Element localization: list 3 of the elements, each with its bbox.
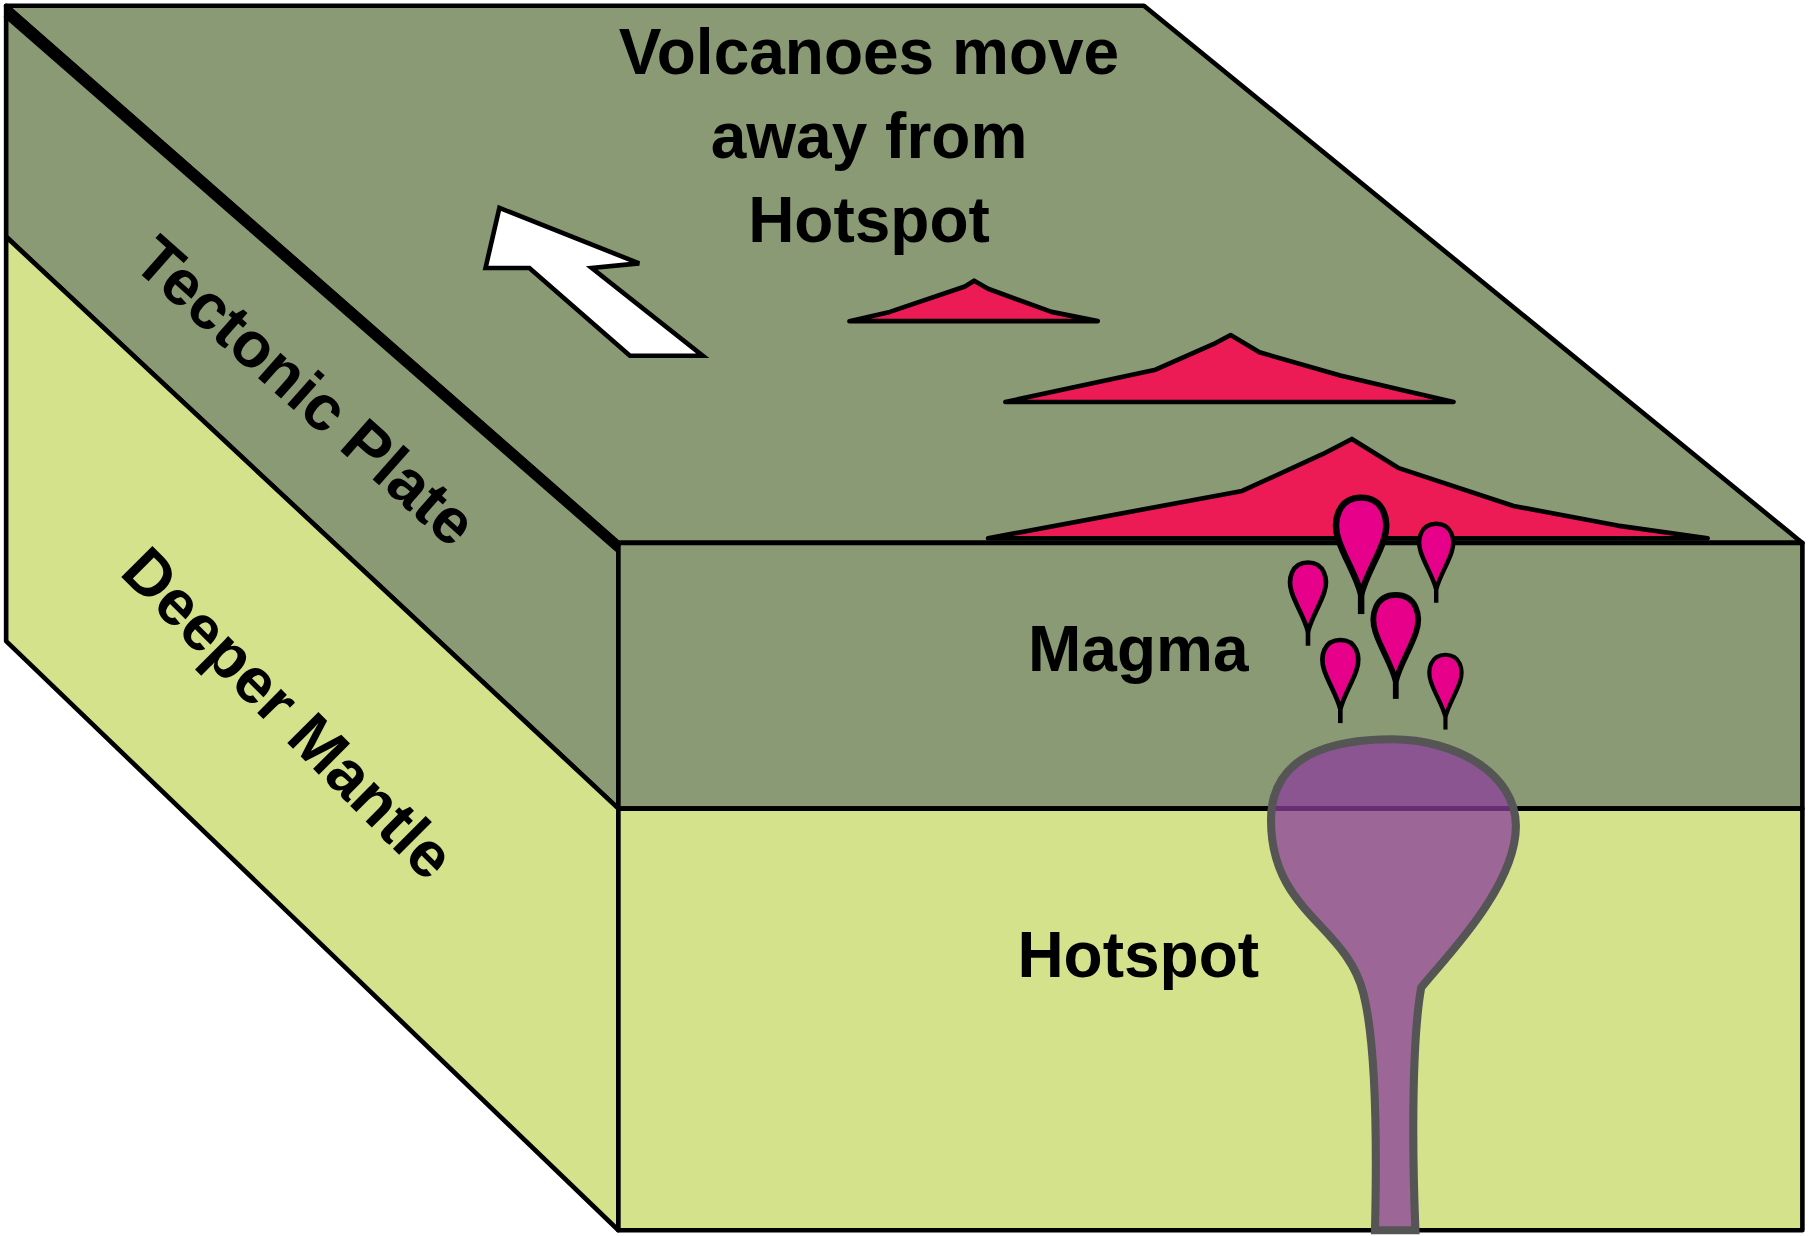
- region-label: Volcanoes move away from Hotspot: [617, 15, 1121, 259]
- region-label: Magma: [1027, 612, 1250, 688]
- region-label: Hotspot: [1016, 917, 1261, 993]
